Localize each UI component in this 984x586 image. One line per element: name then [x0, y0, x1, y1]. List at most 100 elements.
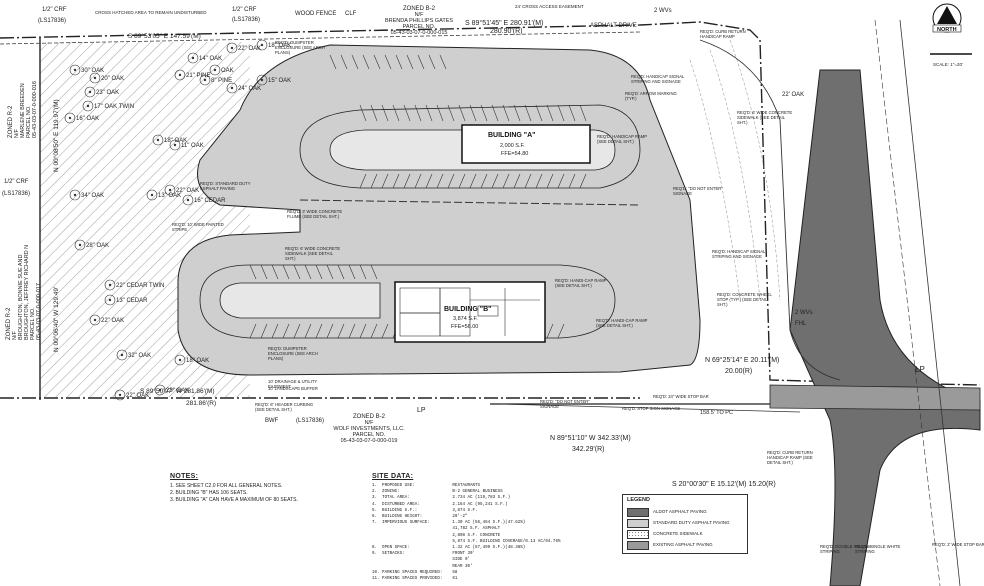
left-zoning-b-2: BROUGHTON, BONNIE SUE AND [18, 255, 24, 340]
callout-text: REQ'D: ARROW MARKING(TYP.) [625, 91, 677, 101]
legend-row-standard: STANDARD DUTY ASPHALT PAVING [627, 519, 745, 528]
north-arrow-icon [937, 6, 957, 24]
callout-text: REQ'D: "DO NOT ENTER"SIGNAGE [540, 399, 590, 409]
tree-symbol: 22" OAK [226, 42, 261, 54]
stall-stripe [326, 264, 334, 280]
tree-label: 22" OAK [126, 393, 149, 399]
building-b-area: 3,874 S.F. [453, 316, 478, 322]
tree-symbol: 18" OAK [152, 134, 187, 146]
east-grading-lines [689, 39, 781, 301]
top-zoning-line-0: ZONED B-2 [403, 6, 436, 12]
stall-stripe [370, 173, 378, 189]
stall-stripe [568, 104, 576, 122]
tree-label: 23" OAK [166, 388, 189, 394]
road-center-line [874, 19, 941, 586]
bottom-zoning-4: 05-43-03-07-0-000-019 [341, 438, 398, 444]
stall-stripe [293, 264, 301, 280]
south-parking-island [199, 264, 616, 339]
callout-text: REQ'D: 24" WIDE STOP BAR [653, 394, 709, 399]
stall-stripe [249, 264, 257, 280]
stall-stripe [348, 323, 356, 339]
site-data-line-6: 6. BUILDING HEIGHT: 20'-2" [372, 515, 468, 520]
bearing-left-a: N 00°08'50" E 119.97'(M) [52, 99, 60, 172]
stall-stripe [557, 173, 565, 189]
site-data-line-14: REAR 30' [372, 564, 473, 569]
stall-stripe [469, 104, 477, 122]
stall-stripe [436, 104, 444, 122]
left-zoning-a-1: N/F [14, 129, 20, 139]
lp-label: LP [417, 407, 426, 414]
cross-hatched-label: CROSS HATCHED AREA TO REMAIN UNDISTURBED [95, 10, 207, 15]
stall-stripe [370, 323, 378, 339]
bearing-e-r: 20.00(R) [725, 368, 752, 375]
tree-symbol: 30" OAK [69, 64, 104, 76]
bearing-c-r: 342.29'(R) [572, 446, 604, 453]
building-b-floor-plan [399, 287, 540, 337]
tree-symbol: 21" PINE [174, 69, 210, 81]
misc-ww: 2 WVs [654, 8, 672, 14]
existing-asphalt-paving [769, 384, 981, 411]
tree-label: 8" PINE [211, 78, 232, 84]
bearing-top: S 89°51'45" E 280.91'(M) [465, 19, 543, 27]
stall-stripe [491, 173, 499, 189]
stall-stripe [414, 104, 422, 122]
callout-text: REQ'D: 6" HEADER CURBING(SEE DETAIL SHT.… [255, 402, 313, 412]
left-zoning-a-0: ZONED R-2 [8, 105, 14, 138]
stall-stripe [315, 264, 323, 280]
notes-line-3: 3. BUILDING "A" CAN HAVE A MAXIMUM OF 80… [170, 497, 298, 504]
stall-stripe [458, 173, 466, 189]
stall-stripe [370, 264, 378, 280]
stall-stripe [535, 104, 543, 122]
stall-stripe [447, 104, 455, 122]
callout-text: REQ'D: "DO NOT ENTER"SIGNAGE [673, 186, 723, 196]
stall-stripe [340, 54, 348, 70]
tree-symbol: 22" CEDAR TWIN [104, 279, 164, 291]
stall-stripe [447, 173, 455, 189]
left-zoning-b-4: PARCEL NO. [30, 307, 36, 340]
bearing-bottom-r: 281.86'(R) [186, 400, 216, 407]
stall-stripe [392, 173, 400, 189]
north-arrow: NORTH SCALE: 1"=20' [930, 3, 972, 67]
bearing-left-top: S 89°53'05" E 147.59'(M) [128, 32, 201, 40]
stall-stripe [282, 264, 290, 280]
crf-left-ls: (LS17836) [2, 191, 30, 197]
site-data-line-7: 7. IMPERVIOUS SURFACE: 1.30 AC (56,464 S… [372, 521, 526, 526]
site-data-line-1: 1. PROPOSED USE: RESTAURANTS [372, 484, 481, 488]
left-zoning-b-5: 05-43-03-07-0-000-017 [36, 283, 42, 340]
tree-label: 22" CEDAR TWIN [116, 283, 164, 289]
building-a-ffe: FFE=54.80 [501, 151, 528, 157]
stall-stripe [315, 323, 323, 339]
concrete-flume [299, 199, 641, 206]
site-data-line-11: 8. OPEN SPACE: 1.32 AC (57,499 S.F.)(48.… [372, 546, 526, 551]
bottom-zoning-2: WOLF INVESTMENTS, LLC. [333, 426, 405, 432]
clf-label: CLF [345, 11, 357, 17]
tree-label: 32" OAK [128, 353, 151, 359]
stall-stripe [513, 104, 521, 122]
stall-stripe [362, 54, 370, 70]
site-data-panel: SITE DATA: 1. PROPOSED USE: RESTAURANTS … [372, 473, 602, 582]
southern-drive [499, 403, 801, 413]
stall-stripe [458, 104, 466, 122]
stall-stripe [293, 323, 301, 339]
legend-swatch-existing [627, 541, 649, 550]
stall-stripe [480, 104, 488, 122]
stall-stripe [535, 173, 543, 189]
stall-stripe [502, 173, 510, 189]
tree-label: 18" OAK [186, 358, 209, 364]
road-edge-line [899, 19, 961, 586]
crf-left: 1/2" CRF [4, 179, 29, 185]
crf-1: 1/2" CRF [42, 7, 67, 13]
bottom-zoning-1: N/F [365, 420, 375, 426]
tree-label: 16" CEDAR [194, 198, 226, 204]
ls-label: (LS17836) [296, 418, 324, 424]
crf-2: 1/2" CRF [232, 7, 257, 13]
tree-label: 23" OAK [96, 90, 119, 96]
